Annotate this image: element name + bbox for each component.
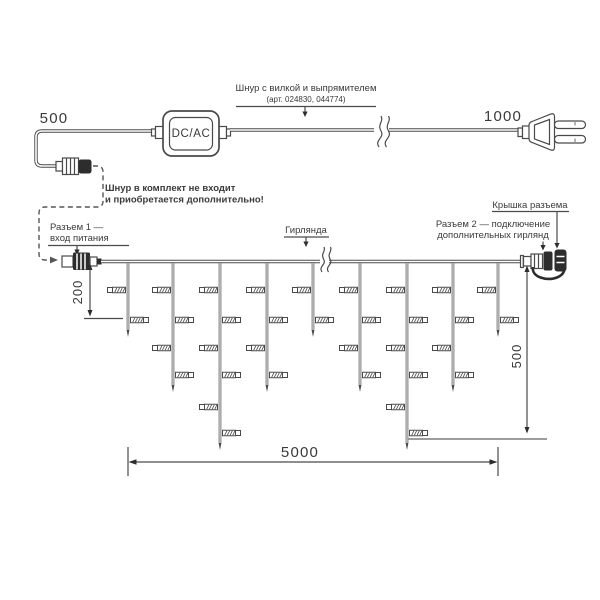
power-plug-icon	[517, 113, 587, 151]
bulb-icon	[409, 316, 428, 324]
cord-label: Шнур с вилкой и выпрямителем	[236, 83, 377, 94]
break-mark-icon	[377, 115, 383, 148]
bulb-icon	[199, 403, 218, 411]
bulb-icon	[222, 316, 241, 324]
bulb-icon	[432, 344, 451, 352]
dim-cord-left-label: 500	[40, 110, 69, 127]
bulb-icon	[315, 316, 334, 324]
bulb-icon	[246, 344, 265, 352]
bulb-icon	[409, 371, 428, 379]
garland-drop	[386, 263, 428, 450]
bulb-icon	[175, 316, 194, 324]
cap-label: Крышка разъема	[492, 200, 568, 211]
bulb-icon	[386, 286, 405, 294]
bulb-icon	[152, 286, 171, 294]
optional-cord-dashed-path	[38, 165, 104, 264]
bulb-icon	[455, 371, 474, 379]
bulb-icon	[455, 316, 474, 324]
garland-drop	[107, 263, 149, 337]
cord-callout: Шнур с вилкой и выпрямителем (арт. 02483…	[236, 83, 377, 117]
connector1-label-line1: Разъем 1 —	[50, 222, 104, 233]
connector2-callout: Разъем 2 — подключение дополнительных ги…	[436, 219, 550, 251]
dim-5000-label: 5000	[281, 444, 319, 461]
bulb-icon	[409, 429, 428, 437]
connector1-callout: Разъем 1 — вход питания	[48, 222, 129, 255]
bulb-icon	[362, 316, 381, 324]
plug-cord	[230, 115, 523, 148]
bulb-icon	[152, 344, 171, 352]
dimension-5000: 5000	[127, 444, 499, 476]
garland-label: Гирлянда	[285, 225, 327, 236]
garland-wire	[101, 246, 521, 273]
connector2-label-line2: дополнительных гирлянд	[437, 230, 549, 241]
bulb-icon	[292, 286, 311, 294]
break-mark-icon	[320, 246, 326, 273]
dim-cord-right-label: 1000	[484, 108, 522, 125]
bulb-icon	[432, 286, 451, 294]
garland-drop	[199, 263, 241, 450]
bulb-icon	[175, 371, 194, 379]
cord-connector-icon	[55, 157, 92, 176]
cap-callout: Крышка разъема	[492, 200, 569, 249]
garland-drop	[477, 263, 519, 337]
bulb-icon	[500, 316, 519, 324]
garland-drop	[432, 263, 474, 392]
dim-500-label: 500	[509, 344, 524, 369]
dcac-adapter: DC/AC	[150, 110, 232, 157]
dcac-label: DC/AC	[172, 128, 211, 140]
bulb-icon	[477, 286, 496, 294]
bulb-icon	[386, 344, 405, 352]
garland-drops	[107, 263, 519, 450]
garland-connector2-icon	[519, 249, 567, 281]
dim-200-label: 200	[70, 280, 85, 305]
bulb-icon	[246, 286, 265, 294]
bulb-icon	[269, 371, 288, 379]
adapter-cord	[34, 129, 160, 168]
bulb-icon	[339, 344, 358, 352]
note-text: Шнур в комплект не входит и приобретаетс…	[105, 183, 264, 206]
note-line1: Шнур в комплект не входит	[105, 183, 236, 194]
note-line2: и приобретается дополнительно!	[105, 195, 264, 206]
connector1-label-line2: вход питания	[50, 233, 109, 244]
garland-drop	[292, 263, 334, 337]
bulb-icon	[199, 344, 218, 352]
cord-art-label: (арт. 024830, 044774)	[266, 95, 345, 104]
garland-callout: Гирлянда	[284, 225, 329, 247]
bulb-icon	[222, 429, 241, 437]
bulb-icon	[269, 316, 288, 324]
bulb-icon	[130, 316, 149, 324]
bulb-icon	[199, 286, 218, 294]
garland-drop	[339, 263, 381, 392]
garland-connector1-icon	[61, 252, 102, 270]
bulb-icon	[339, 286, 358, 294]
dimension-500: 500	[408, 265, 547, 440]
garland-drop	[246, 263, 288, 392]
bulb-icon	[386, 403, 405, 411]
dimension-200: 200	[70, 263, 123, 320]
connector2-label-line1: Разъем 2 — подключение	[436, 219, 550, 230]
bulb-icon	[222, 371, 241, 379]
garland-drop	[152, 263, 194, 392]
bulb-icon	[107, 286, 126, 294]
bulb-icon	[362, 371, 381, 379]
